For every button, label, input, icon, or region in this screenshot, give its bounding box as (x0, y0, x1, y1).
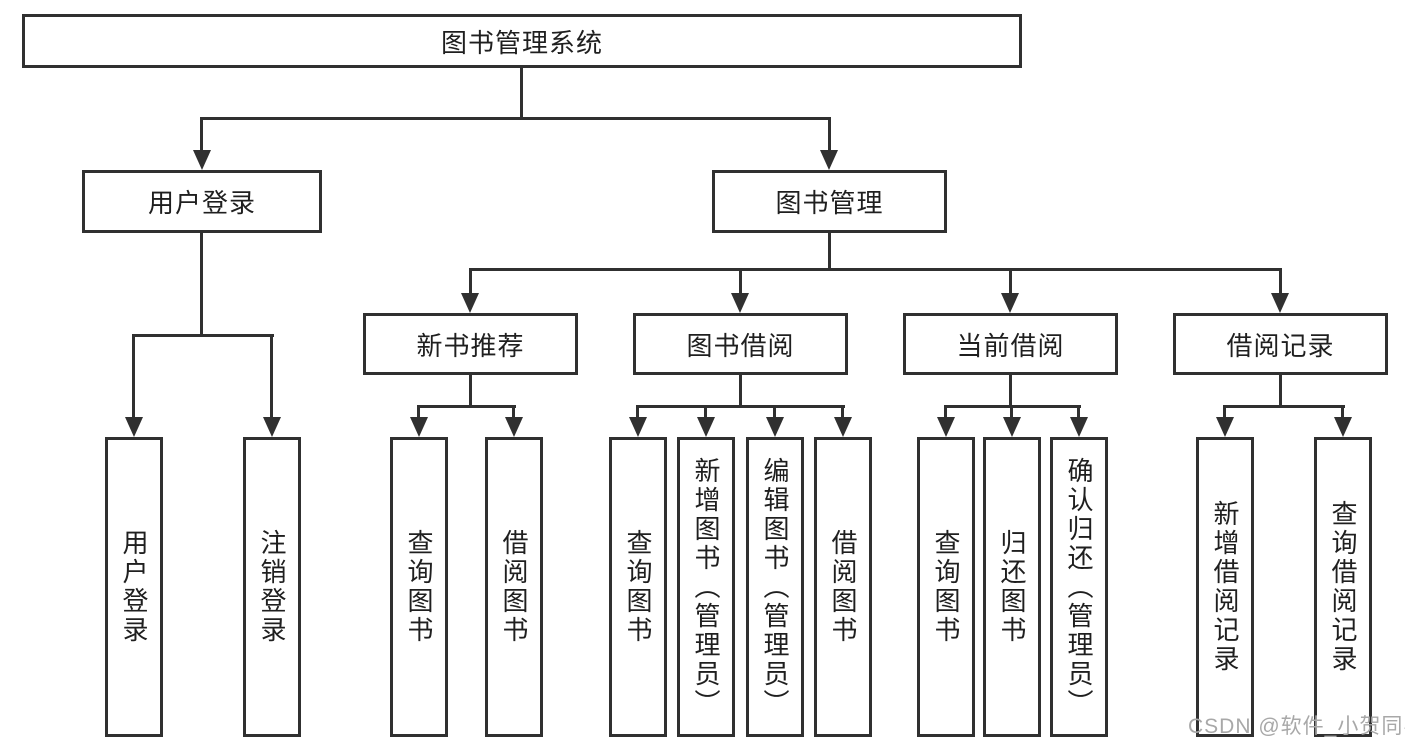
connector (417, 405, 420, 420)
connector (469, 268, 1282, 271)
connector (132, 334, 274, 337)
connector (739, 375, 742, 408)
arrowhead (193, 150, 211, 170)
arrowhead (697, 417, 715, 437)
node-current-borrow: 当前借阅 (903, 313, 1118, 375)
arrowhead (125, 417, 143, 437)
leaf-user-login: 用户登录 (105, 437, 163, 737)
connector (200, 233, 203, 337)
leaf-borrow-borrow-book: 借阅图书 (814, 437, 872, 737)
csdn-watermark: CSDN @软件_小贺同学 (1188, 715, 1405, 738)
arrowhead (731, 293, 749, 313)
connector (200, 117, 203, 153)
connector (1223, 405, 1226, 420)
node-new-book-recommend: 新书推荐 (363, 313, 578, 375)
leaf-current-query-book: 查询图书 (917, 437, 975, 737)
arrowhead (410, 417, 428, 437)
arrowhead (505, 417, 523, 437)
connector (1341, 405, 1344, 420)
connector (520, 68, 523, 118)
connector (636, 405, 845, 408)
connector (1279, 268, 1282, 296)
arrowhead (1070, 417, 1088, 437)
leaf-borrow-add-book-admin: 新增图书（管理员） (677, 437, 735, 737)
arrowhead (937, 417, 955, 437)
arrowhead (820, 150, 838, 170)
connector (132, 334, 135, 420)
connector (200, 117, 831, 120)
connector (828, 233, 831, 271)
arrowhead (1271, 293, 1289, 313)
connector (270, 334, 273, 420)
node-borrow-records: 借阅记录 (1173, 313, 1388, 375)
connector (841, 405, 844, 420)
connector (1077, 405, 1080, 420)
connector (1009, 375, 1012, 408)
leaf-logout: 注销登录 (243, 437, 301, 737)
arrowhead (1003, 417, 1021, 437)
connector (739, 268, 742, 296)
leaf-recommend-query-book: 查询图书 (390, 437, 448, 737)
leaf-borrow-edit-book-admin: 编辑图书（管理员） (746, 437, 804, 737)
connector (704, 405, 707, 420)
leaf-recommend-borrow-book: 借阅图书 (485, 437, 543, 737)
leaf-records-query-record: 查询借阅记录 (1314, 437, 1372, 737)
connector (512, 405, 515, 420)
arrowhead (263, 417, 281, 437)
arrowhead (834, 417, 852, 437)
connector (1009, 268, 1012, 296)
connector (469, 268, 472, 296)
leaf-records-add-record: 新增借阅记录 (1196, 437, 1254, 737)
leaf-borrow-query-book: 查询图书 (609, 437, 667, 737)
node-book-management: 图书管理 (712, 170, 947, 233)
connector (773, 405, 776, 420)
node-root: 图书管理系统 (22, 14, 1022, 68)
connector (828, 117, 831, 153)
connector (469, 375, 472, 408)
connector (944, 405, 947, 420)
leaf-current-return-book: 归还图书 (983, 437, 1041, 737)
connector (1010, 405, 1013, 420)
connector (1223, 405, 1345, 408)
arrowhead (1334, 417, 1352, 437)
node-user-login: 用户登录 (82, 170, 322, 233)
leaf-current-confirm-return-admin: 确认归还（管理员） (1050, 437, 1108, 737)
connector (417, 405, 516, 408)
connector (1279, 375, 1282, 408)
arrowhead (1001, 293, 1019, 313)
arrowhead (1216, 417, 1234, 437)
arrowhead (766, 417, 784, 437)
arrowhead (461, 293, 479, 313)
arrowhead (629, 417, 647, 437)
connector (636, 405, 639, 420)
node-book-borrow: 图书借阅 (633, 313, 848, 375)
